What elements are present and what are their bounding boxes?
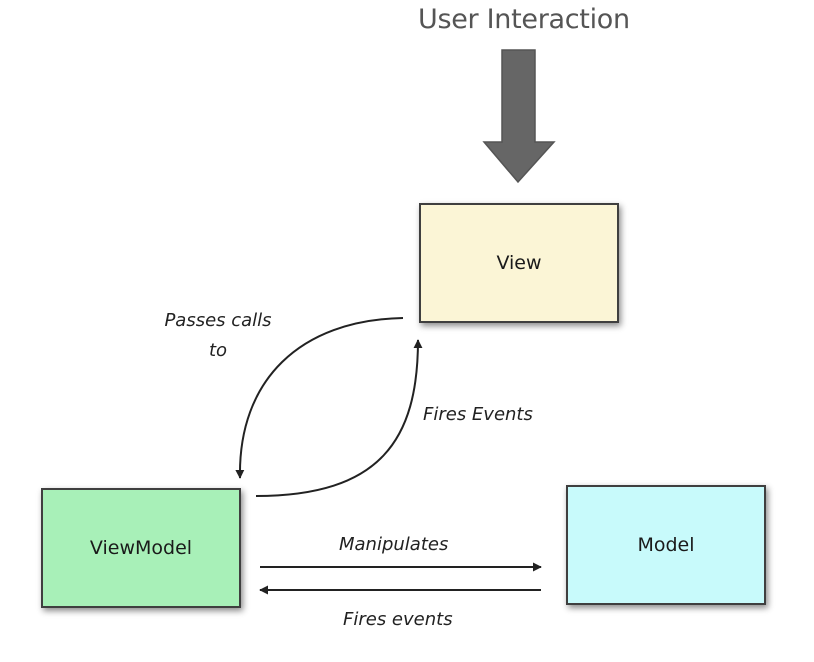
user-interaction-title: User Interaction (418, 4, 630, 35)
user-interaction-arrow (482, 49, 556, 184)
passes-calls-label-line2: to (208, 340, 228, 361)
fires-events-back-label: Fires events (343, 609, 453, 630)
passes-calls-label-line1: Passes calls (164, 310, 272, 331)
model-label: Model (637, 534, 695, 556)
fires-events-up-arrow (255, 339, 423, 497)
passes-calls-arrow (235, 317, 404, 479)
view-label: View (496, 252, 542, 274)
viewmodel-label: ViewModel (89, 537, 193, 559)
passes-calls-label: Passes calls to (162, 306, 274, 366)
viewmodel-box: ViewModel (41, 488, 241, 608)
view-box: View (419, 203, 619, 323)
model-box: Model (566, 485, 766, 605)
manipulates-label: Manipulates (339, 534, 449, 555)
fires-events-up-label: Fires Events (423, 404, 533, 425)
